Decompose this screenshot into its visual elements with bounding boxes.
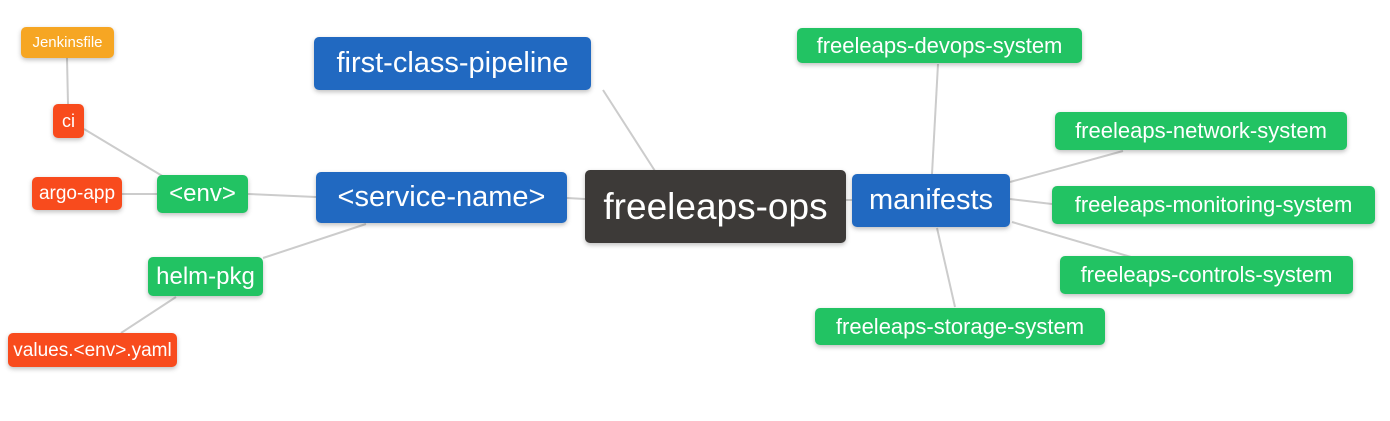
edge-manifests-to-freeleaps-controls-system — [1011, 221, 1132, 258]
node-first-class-pipeline[interactable]: first-class-pipeline — [314, 37, 591, 90]
edge-manifests-to-freeleaps-monitoring-system — [1009, 198, 1053, 205]
node-freeleaps-storage-system[interactable]: freeleaps-storage-system — [815, 308, 1105, 345]
edge-manifests-to-freeleaps-network-system — [1009, 150, 1124, 183]
node-freeleaps-devops-system[interactable]: freeleaps-devops-system — [797, 28, 1082, 63]
node-helm-pkg[interactable]: helm-pkg — [148, 257, 263, 296]
node-service-name[interactable]: <service-name> — [316, 172, 567, 223]
node-env[interactable]: <env> — [157, 175, 248, 213]
node-manifests[interactable]: manifests — [852, 174, 1010, 227]
node-freeleaps-ops[interactable]: freeleaps-ops — [585, 170, 846, 243]
edge-manifests-to-freeleaps-devops-system — [931, 63, 939, 175]
node-freeleaps-network-system[interactable]: freeleaps-network-system — [1055, 112, 1347, 150]
edge-service-name-to-helm-pkg — [262, 223, 367, 259]
node-jenkinsfile[interactable]: Jenkinsfile — [21, 27, 114, 58]
edge-first-class-pipeline-to-freeleaps-ops — [602, 89, 656, 172]
edge-manifests-to-freeleaps-storage-system — [936, 227, 956, 308]
edge-service-name-to-freeleaps-ops — [566, 197, 586, 200]
node-values-env-yaml[interactable]: values.<env>.yaml — [8, 333, 177, 367]
node-argo-app[interactable]: argo-app — [32, 177, 122, 210]
edge-env-to-service-name — [247, 193, 317, 198]
edge-ci-to-env — [83, 128, 165, 178]
node-ci[interactable]: ci — [53, 104, 84, 138]
node-freeleaps-controls-system[interactable]: freeleaps-controls-system — [1060, 256, 1353, 294]
node-freeleaps-monitoring-system[interactable]: freeleaps-monitoring-system — [1052, 186, 1375, 224]
edge-helm-pkg-to-values-env-yaml — [120, 296, 177, 334]
edge-jenkinsfile-to-ci — [66, 57, 69, 105]
